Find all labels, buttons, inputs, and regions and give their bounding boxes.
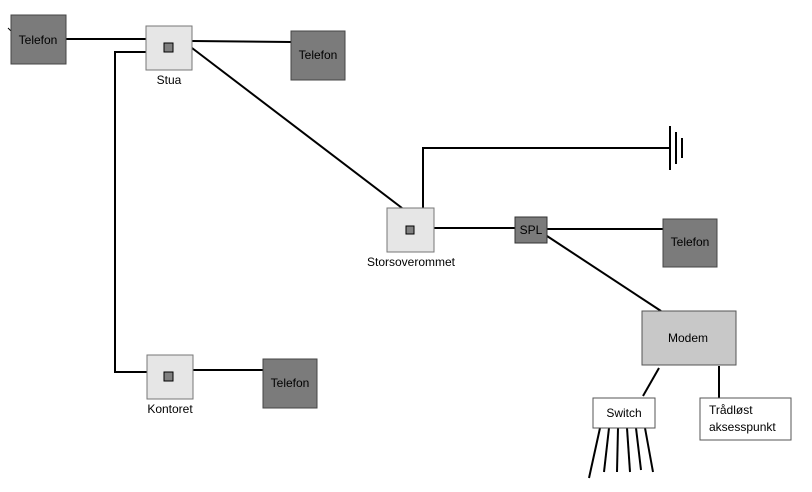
modem-label: Modem [668,331,708,345]
spl-box: SPL [514,216,548,244]
socket-stua-dot [163,42,174,53]
telefon-box-top: Telefon [290,30,346,81]
kontoret-label: Kontoret [147,402,193,416]
line-stua-to-telefon-top [191,40,292,43]
access-point-box: Trådløst aksesspunkt [699,397,792,441]
line-storsoverommet-to-ground [422,147,670,208]
connection-lines [66,38,720,398]
storsoverommet-label: Storsoverommet [367,255,456,269]
ground-icon [669,126,683,170]
line-modem-to-switch [642,367,660,397]
access-point-label-line1: Trådløst [709,403,753,417]
switch-label: Switch [606,406,641,420]
telefon-box-bottom: Telefon [262,358,318,409]
switch-box: Switch [592,397,656,429]
socket-storsoverommet-dot [405,225,415,235]
socket-kontoret [146,354,194,400]
switch-cables [588,427,654,479]
socket-kontoret-dot [163,371,174,382]
telefon-box-topleft: Telefon [10,14,67,65]
telefon-label-topleft: Telefon [19,33,58,47]
socket-stua [145,25,193,71]
modem-box: Modem [641,310,737,366]
line-spl-to-modem [546,235,662,312]
telefon-label-right: Telefon [671,235,710,249]
socket-storsoverommet [386,207,435,253]
stua-label: Stua [157,73,182,87]
telefon-box-right: Telefon [662,218,718,268]
line-stua-to-storsoverommet [191,47,403,209]
telefon-label-top: Telefon [299,48,338,62]
telefon-label-bottom: Telefon [271,376,310,390]
line-stua-to-kontoret [114,51,147,373]
spl-label: SPL [520,223,543,237]
access-point-label-line2: aksesspunkt [709,420,776,434]
